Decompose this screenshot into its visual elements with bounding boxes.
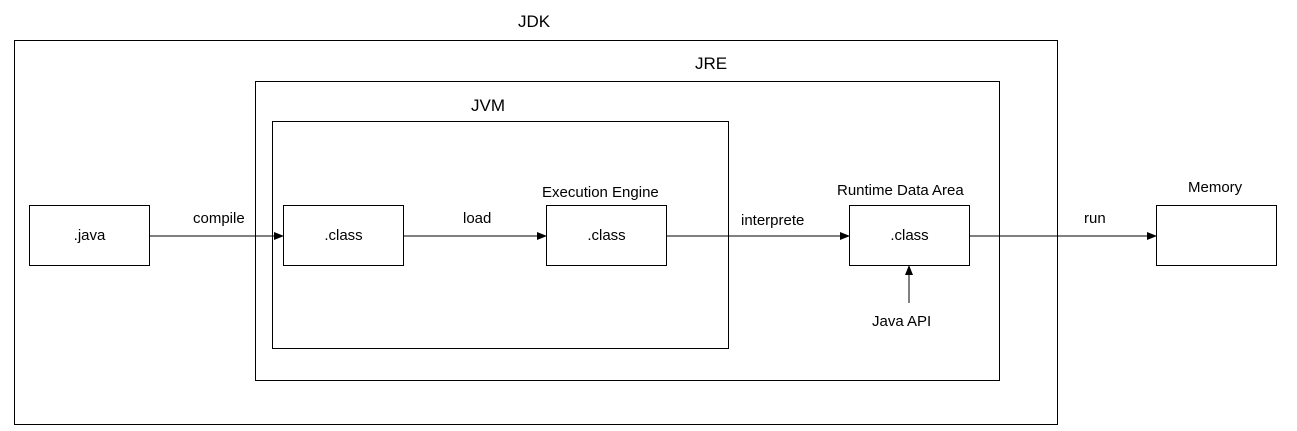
java-source-node: .java <box>29 205 150 266</box>
jvm-title: JVM <box>471 96 505 115</box>
runtime-data-area-label: .class <box>890 227 929 244</box>
run-edge-label: run <box>1084 210 1106 227</box>
interprete-edge-label: interprete <box>741 212 805 229</box>
class-file-node: .class <box>283 205 404 266</box>
memory-title: Memory <box>1188 179 1243 196</box>
jdk-title: JDK <box>518 12 551 31</box>
compile-edge-label: compile <box>193 210 245 227</box>
class-file-label: .class <box>324 227 363 244</box>
runtime-data-area-node: .class <box>849 205 970 266</box>
runtime-data-area-title: Runtime Data Area <box>837 182 964 199</box>
java-source-label: .java <box>73 227 106 244</box>
jre-title: JRE <box>695 54 728 73</box>
load-edge-label: load <box>463 210 492 227</box>
execution-engine-title: Execution Engine <box>542 184 659 201</box>
java-api-label: Java API <box>872 313 932 330</box>
execution-engine-node: .class <box>546 205 667 266</box>
memory-node <box>1156 205 1277 266</box>
execution-engine-label: .class <box>587 227 626 244</box>
